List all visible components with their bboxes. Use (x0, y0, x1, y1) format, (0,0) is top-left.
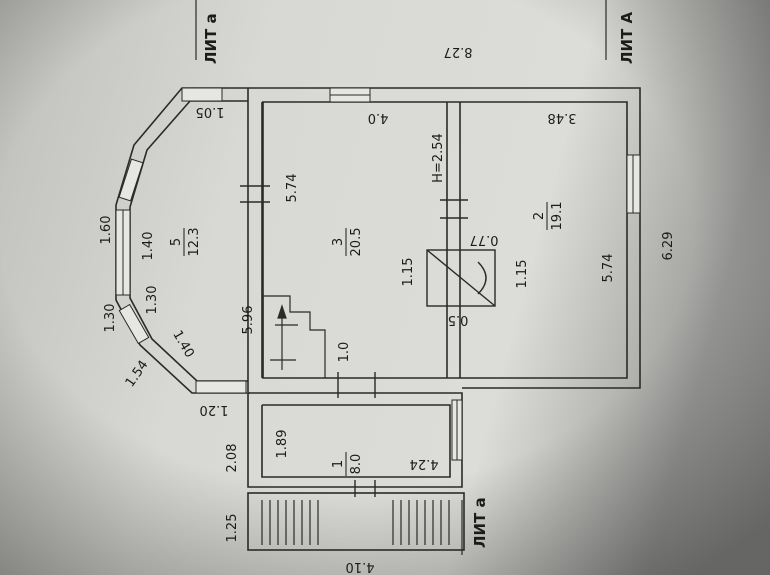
dim-574a: 5.74 (285, 174, 300, 203)
dim-105: 1.05 (196, 104, 225, 119)
dim-574b: 5.74 (601, 254, 616, 283)
svg-text:8.0: 8.0 (349, 454, 364, 475)
room1-inner-wall (261, 404, 451, 478)
dim-596: 5.96 (241, 306, 256, 335)
dim-629: 6.29 (661, 232, 676, 261)
room-5-label: 5 12.3 (169, 228, 202, 257)
svg-text:20.5: 20.5 (349, 228, 364, 257)
dim-077: 0.77 (470, 232, 499, 247)
lit-a-top: ЛИТ а (202, 13, 220, 64)
room-1-label: 1 8.0 (331, 452, 364, 476)
dim-120: 1.20 (200, 402, 229, 417)
main-outer-wall (250, 87, 641, 389)
svg-text:19.1: 19.1 (550, 202, 565, 231)
svg-text:3: 3 (331, 238, 346, 246)
dim-130b: 1.30 (145, 286, 160, 315)
dim-h254: H=2.54 (431, 133, 446, 183)
room-3-label: 3 20.5 (331, 228, 364, 257)
dim-208: 2.08 (225, 444, 240, 473)
main-inner-wall (262, 101, 628, 379)
window-bay-lower-left (118, 303, 150, 345)
dim-115a: 1.15 (401, 258, 416, 287)
svg-text:12.3: 12.3 (187, 228, 202, 257)
dim-05: 0.5 (448, 312, 469, 327)
room-2-label: 2 19.1 (532, 202, 565, 231)
lit-labels: ЛИТ а ЛИТ А ЛИТ а (202, 12, 636, 548)
porch-steps (261, 500, 450, 545)
dim-115b: 1.15 (515, 260, 530, 289)
door-marks (240, 185, 468, 497)
dim-10: 1.0 (337, 342, 352, 363)
dim-40: 4.0 (368, 110, 389, 125)
svg-text:1: 1 (331, 460, 346, 468)
room1-outer-wall (247, 392, 463, 488)
dimension-labels: 8.27 1.05 4.0 3.48 1.60 1.40 5.74 H=2.54… (99, 44, 676, 574)
dim-189: 1.89 (275, 430, 290, 459)
dim-140a: 1.40 (141, 232, 156, 261)
window-bay-top (181, 87, 223, 102)
dim-424: 4.24 (410, 456, 439, 471)
stove (426, 249, 496, 307)
dim-348: 3.48 (548, 110, 577, 125)
window-bay-bottom (195, 380, 247, 394)
dim-410: 4.10 (346, 559, 375, 574)
dim-130a: 1.30 (103, 304, 118, 333)
lit-a-bottom: ЛИТ а (471, 497, 489, 548)
dim-125: 1.25 (225, 514, 240, 543)
porch-outline (247, 492, 465, 551)
svg-text:2: 2 (532, 212, 547, 220)
dim-827: 8.27 (444, 44, 473, 59)
room-labels: 1 8.0 2 19.1 3 20.5 5 12.3 (169, 202, 565, 476)
dim-160: 1.60 (99, 216, 114, 245)
window-bay-upper-left (118, 158, 144, 202)
lit-A-top: ЛИТ А (618, 12, 636, 64)
svg-text:5: 5 (169, 238, 184, 246)
windows (115, 87, 641, 461)
interior-stairs (262, 295, 326, 378)
